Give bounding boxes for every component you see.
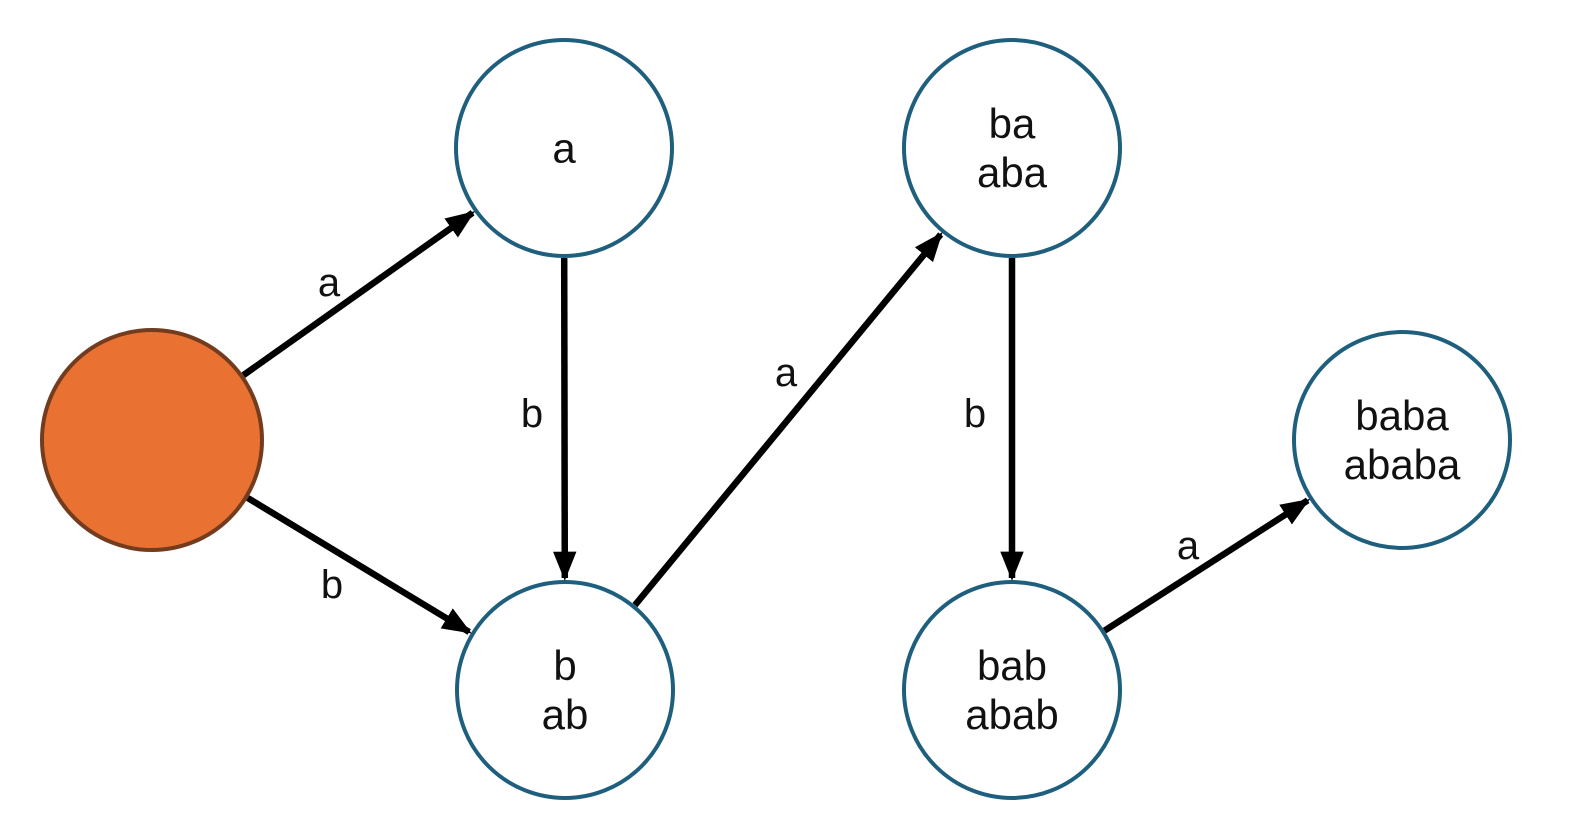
start-state-node — [40, 328, 264, 552]
state-node-bab — [902, 580, 1122, 800]
state-node-baba — [1292, 330, 1512, 550]
transition-edge-start-b — [246, 495, 472, 635]
transition-edge-a-b — [553, 257, 577, 581]
state-node-a — [454, 38, 674, 258]
state-node-b — [455, 580, 675, 800]
transition-edge-start-a — [241, 210, 475, 378]
state-node-ba — [902, 38, 1122, 258]
transition-edge-bab-baba — [1102, 497, 1311, 634]
transition-edge-b-ba — [632, 232, 944, 608]
